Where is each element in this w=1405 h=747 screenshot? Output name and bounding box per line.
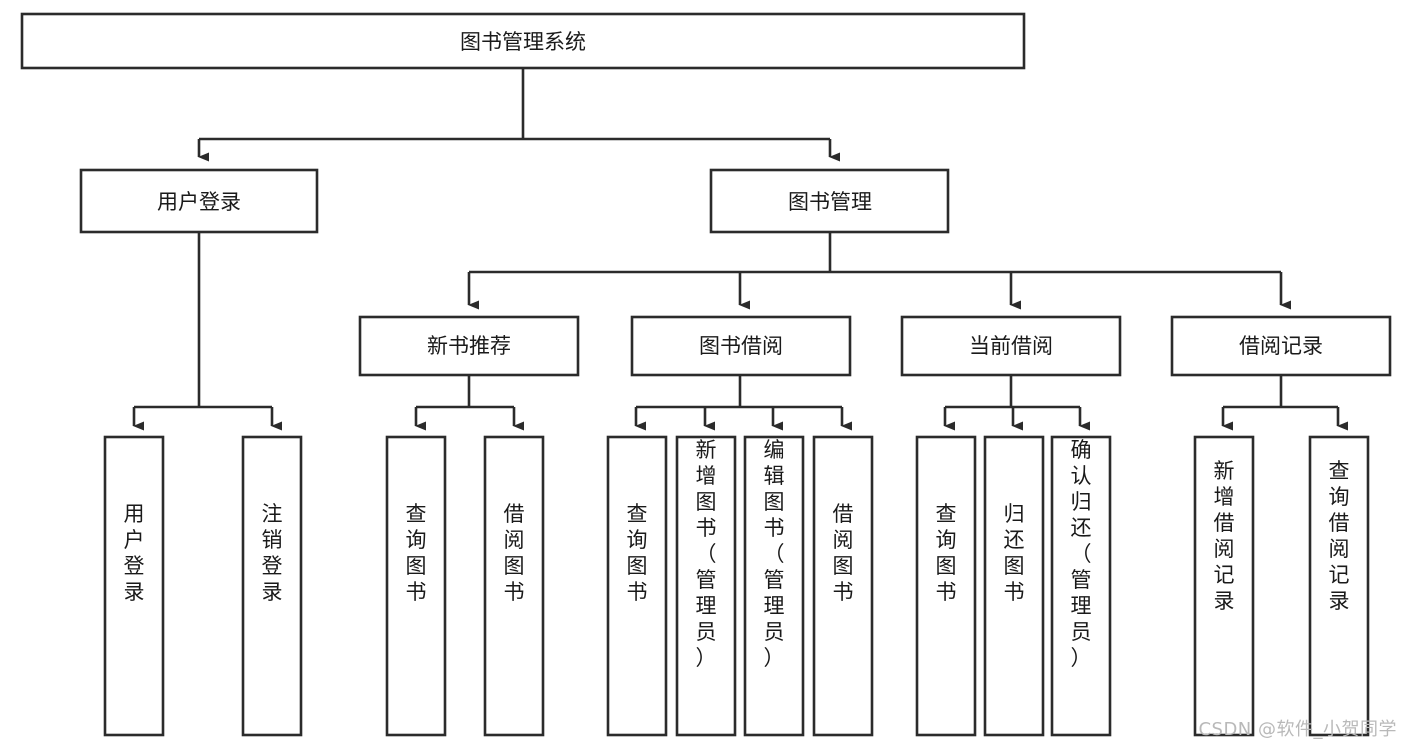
node-user-login[interactable]: 用户登录 xyxy=(79,168,319,234)
node-leaf-logout[interactable]: 注销登录 xyxy=(241,435,303,737)
node-borrow-record-label: 借阅记录 xyxy=(1239,334,1323,358)
node-leaf-add-book-label: 新增图书（管理员） xyxy=(696,438,717,670)
node-leaf-query-book-3-label: 查询图书 xyxy=(936,502,957,604)
node-leaf-edit-book-label: 编辑图书（管理员） xyxy=(764,438,785,670)
node-leaf-add-record[interactable]: 新增借阅记录 xyxy=(1193,435,1255,737)
connector-group-root xyxy=(197,68,840,162)
node-leaf-borrow-book-1-box[interactable] xyxy=(483,435,545,737)
connector-group-new-book-recommend xyxy=(414,375,524,431)
node-borrow-record-box[interactable] xyxy=(1170,315,1392,377)
node-root-box[interactable] xyxy=(20,12,1026,70)
node-leaf-return-book[interactable]: 归还图书 xyxy=(983,435,1045,737)
connector-group-current-borrow xyxy=(943,375,1090,431)
connector-group-book-manage xyxy=(467,232,1291,310)
node-current-borrow[interactable]: 当前借阅 xyxy=(900,315,1122,377)
node-root-label: 图书管理系统 xyxy=(460,30,586,54)
node-current-borrow-box[interactable] xyxy=(900,315,1122,377)
node-leaf-query-book-1-label: 查询图书 xyxy=(406,502,427,604)
node-leaf-borrow-book-2[interactable]: 借阅图书 xyxy=(812,435,874,737)
node-user-login-box[interactable] xyxy=(79,168,319,234)
node-leaf-query-book-2-label: 查询图书 xyxy=(627,502,648,604)
node-leaf-confirm-return[interactable]: 确认归还（管理员） xyxy=(1050,435,1112,737)
node-leaf-user-login[interactable]: 用户登录 xyxy=(103,435,165,737)
node-book-borrow-box[interactable] xyxy=(630,315,852,377)
node-leaf-user-login-box[interactable] xyxy=(103,435,165,737)
node-leaf-add-record-label: 新增借阅记录 xyxy=(1214,459,1235,613)
node-leaf-borrow-book-2-label: 借阅图书 xyxy=(833,502,854,604)
node-leaf-borrow-book-1-label: 借阅图书 xyxy=(504,502,525,604)
node-book-manage[interactable]: 图书管理 xyxy=(709,168,950,234)
node-leaf-confirm-return-label: 确认归还（管理员） xyxy=(1071,438,1092,670)
node-leaf-logout-box[interactable] xyxy=(241,435,303,737)
node-leaf-add-record-box[interactable] xyxy=(1193,435,1255,737)
node-borrow-record[interactable]: 借阅记录 xyxy=(1170,315,1392,377)
node-leaf-return-book-label: 归还图书 xyxy=(1004,502,1025,604)
node-book-borrow[interactable]: 图书借阅 xyxy=(630,315,852,377)
node-leaf-edit-book-box[interactable] xyxy=(743,435,805,737)
node-leaf-query-record-label: 查询借阅记录 xyxy=(1329,459,1350,613)
connector-group-user-login xyxy=(132,232,282,431)
node-leaf-user-login-label: 用户登录 xyxy=(124,502,145,604)
node-leaf-logout-label: 注销登录 xyxy=(262,502,283,604)
node-user-login-label: 用户登录 xyxy=(157,190,241,214)
node-leaf-query-record[interactable]: 查询借阅记录 xyxy=(1308,435,1370,737)
node-new-book-recommend-box[interactable] xyxy=(358,315,580,377)
node-leaf-add-book[interactable]: 新增图书（管理员） xyxy=(675,435,737,737)
node-leaf-query-book-1-box[interactable] xyxy=(385,435,447,737)
node-leaf-query-book-1[interactable]: 查询图书 xyxy=(385,435,447,737)
node-current-borrow-label: 当前借阅 xyxy=(969,334,1053,358)
connector-group-borrow-record xyxy=(1221,375,1348,431)
node-leaf-add-book-box[interactable] xyxy=(675,435,737,737)
node-new-book-recommend-label: 新书推荐 xyxy=(427,334,511,358)
node-book-manage-label: 图书管理 xyxy=(788,190,872,214)
connector-group-book-borrow xyxy=(634,375,852,431)
node-leaf-query-book-2[interactable]: 查询图书 xyxy=(606,435,668,737)
node-root[interactable]: 图书管理系统 xyxy=(20,12,1026,70)
node-new-book-recommend[interactable]: 新书推荐 xyxy=(358,315,580,377)
node-leaf-query-book-2-box[interactable] xyxy=(606,435,668,737)
node-leaf-query-record-box[interactable] xyxy=(1308,435,1370,737)
node-leaf-borrow-book-2-box[interactable] xyxy=(812,435,874,737)
node-leaf-query-book-3-box[interactable] xyxy=(915,435,977,737)
node-book-borrow-label: 图书借阅 xyxy=(699,334,783,358)
node-book-manage-box[interactable] xyxy=(709,168,950,234)
node-leaf-borrow-book-1[interactable]: 借阅图书 xyxy=(483,435,545,737)
node-leaf-confirm-return-box[interactable] xyxy=(1050,435,1112,737)
node-leaf-query-book-3[interactable]: 查询图书 xyxy=(915,435,977,737)
node-leaf-edit-book[interactable]: 编辑图书（管理员） xyxy=(743,435,805,737)
node-leaf-return-book-box[interactable] xyxy=(983,435,1045,737)
